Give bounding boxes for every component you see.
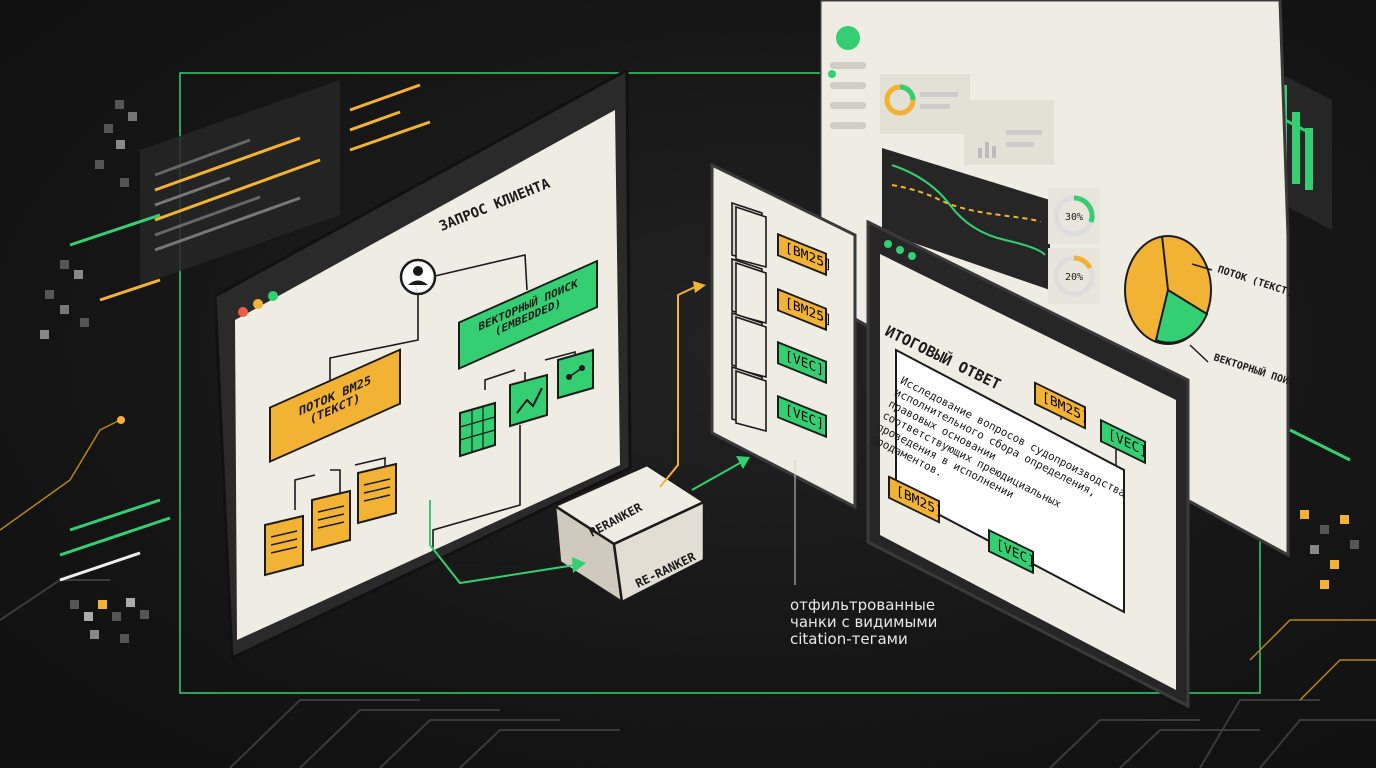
vector-icons xyxy=(459,348,594,458)
share-icon xyxy=(557,348,594,400)
side-lines xyxy=(59,83,1351,582)
note-leader-line xyxy=(794,460,796,585)
chunks-note-line: чанки с видимыми xyxy=(790,613,938,631)
answer-window: ИТОГОВЫЙ ОТВЕТ Исследование вопросов суд… xyxy=(866,220,1192,710)
window-dot-green xyxy=(268,291,278,301)
bm25-doc-icons xyxy=(264,462,397,577)
window-dot-red xyxy=(238,307,248,317)
gold-traces xyxy=(0,419,1376,701)
dashboard-sidebar xyxy=(830,62,866,129)
left-window-frame xyxy=(215,70,632,660)
line-chart-yellow xyxy=(891,184,1041,223)
answer-text-box xyxy=(895,348,1125,614)
gauge-2-label: 20% xyxy=(1065,272,1083,283)
line-chart-green xyxy=(891,164,1046,256)
arrow-to-reranker xyxy=(429,500,576,585)
window-dot-yellow xyxy=(253,299,263,309)
arrow-chunks-out xyxy=(691,462,741,491)
trace-node xyxy=(117,416,125,424)
code-panel xyxy=(140,80,340,285)
chunk-doc-icons xyxy=(731,201,767,433)
chunks-note-line: citation-тегами xyxy=(790,630,908,648)
gauge-1-label: 30% xyxy=(1065,212,1083,223)
dashboard-logo-icon xyxy=(836,26,860,50)
left-window: ЗАПРОС КЛИЕНТА ПОТОК BM25 (ТЕКСТ) ВЕКТОР… xyxy=(215,70,640,660)
flow-arrows xyxy=(429,281,750,585)
chunks-note: отфильтрованные чанки с видимыми citatio… xyxy=(790,597,937,648)
cube-right xyxy=(612,500,706,604)
pie-slice-vector xyxy=(1154,288,1209,344)
arrow-to-chunks xyxy=(659,286,696,488)
pie-chart xyxy=(1124,235,1212,345)
reranker-cube: RERANKER RE-RANKER xyxy=(552,463,707,605)
chunks-note-line: отфильтрованные xyxy=(790,596,936,614)
line-chart-card xyxy=(882,148,1050,290)
code-lines xyxy=(154,136,321,252)
sidebar-active-dot xyxy=(828,70,836,78)
chunks-panel: [BM25] [BM25] [VEC] [VEC] xyxy=(710,163,860,509)
